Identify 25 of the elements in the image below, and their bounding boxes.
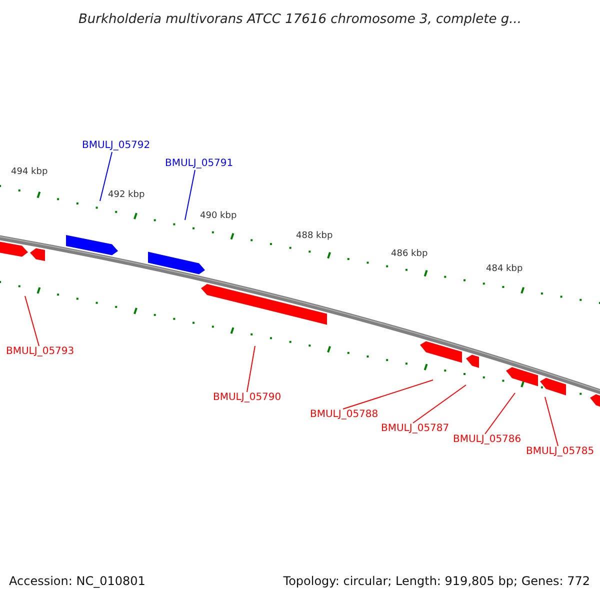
scale-label: 488 kbp [296,231,333,242]
scale-label: 492 kbp [108,190,145,201]
leader-line [100,152,112,202]
scale-label: 490 kbp [200,211,237,222]
scale-label: 494 kbp [11,167,48,178]
scale-label: 486 kbp [391,249,428,260]
leader-line [24,296,40,346]
accession-label: Accession: NC_010801 [9,574,146,589]
gene-label: BMULJ_05788 [310,409,378,421]
leader-line [412,384,466,424]
gene-label: BMULJ_05786 [453,434,522,446]
leader-line [184,170,196,220]
leader-line [246,346,256,392]
gene-label: BMULJ_05787 [381,423,450,435]
gene-label: BMULJ_05792 [82,140,150,152]
leader-line [484,392,516,434]
gene-label: BMULJ_05790 [213,392,282,404]
gene-label: BMULJ_05793 [6,346,74,358]
title: Burkholderia multivorans ATCC 17616 chromosome 3, complete g... [78,11,522,29]
scale-label: 484 kbp [486,264,523,275]
gene-label: BMULJ_05785 [526,446,594,458]
leader-line [342,380,434,410]
summary-label: Topology: circular; Length: 919,805 bp; Genes: 772 [283,574,590,589]
leader-line [544,396,558,446]
gene-label: BMULJ_05791 [165,158,234,170]
